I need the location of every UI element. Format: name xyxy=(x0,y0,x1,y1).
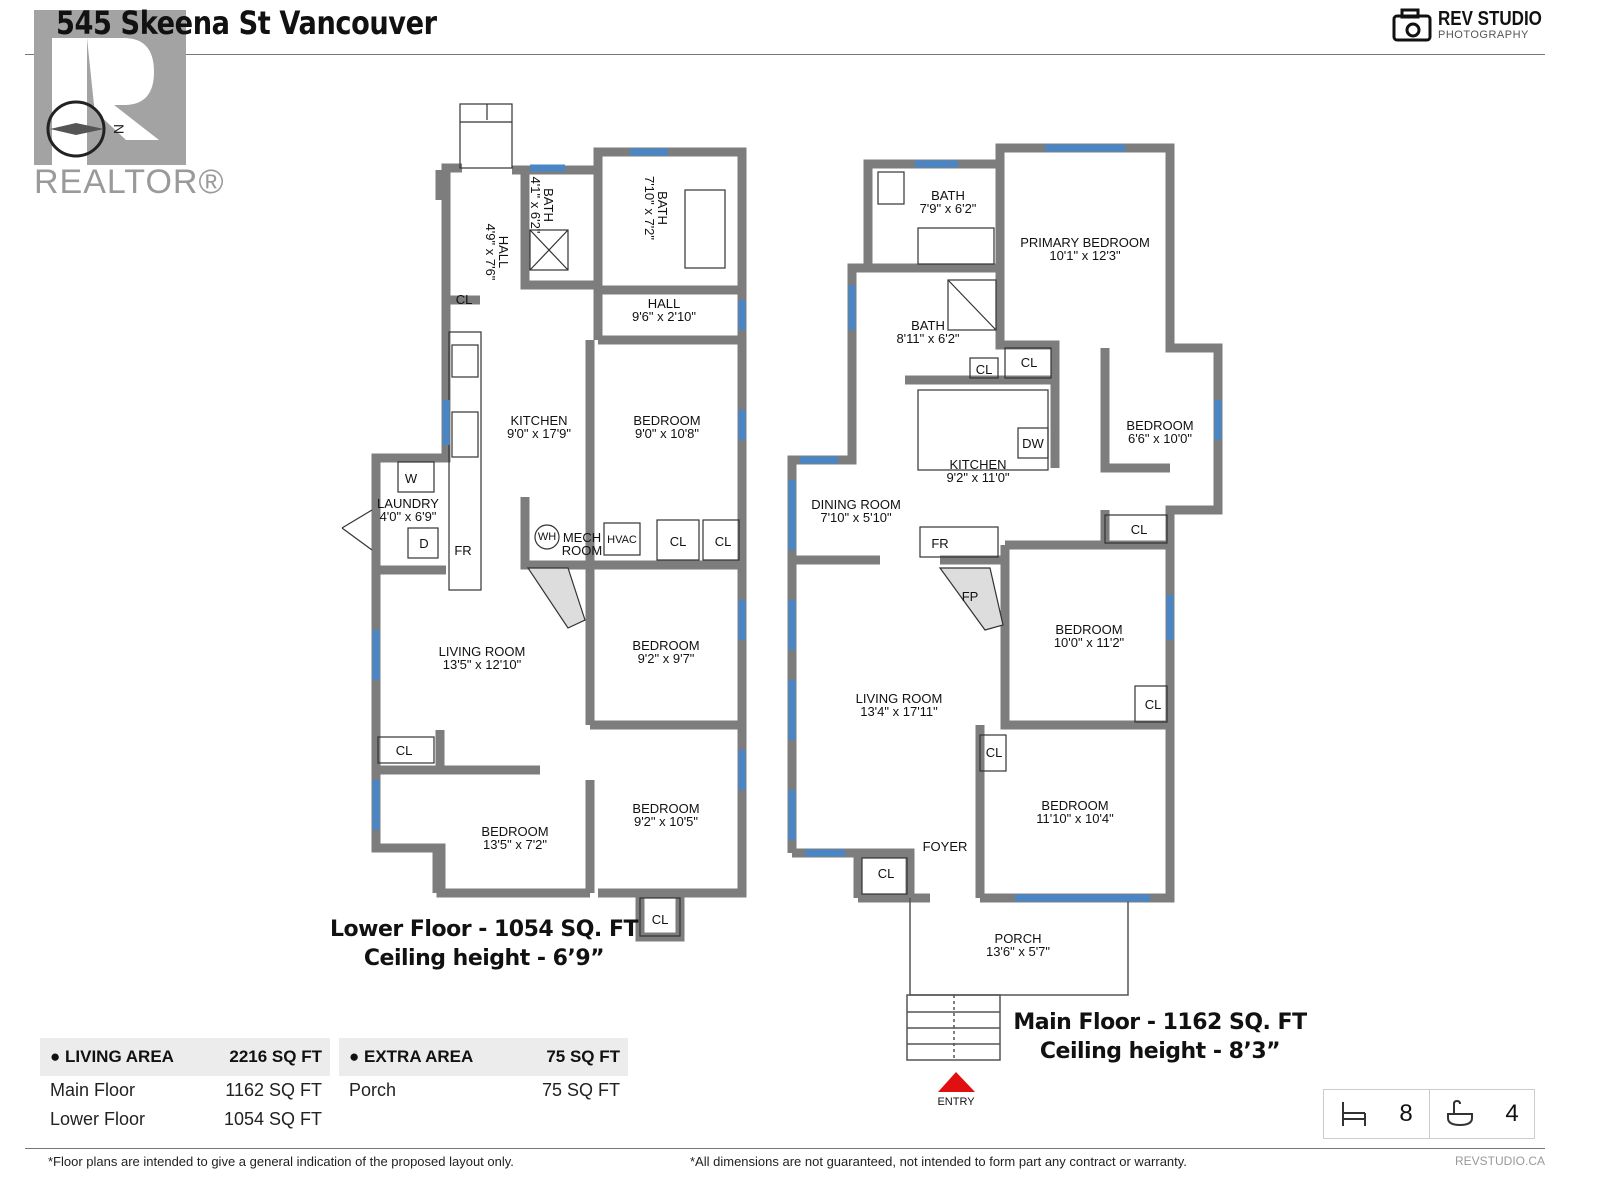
washer-label: W xyxy=(404,471,418,486)
closet-label: CL xyxy=(1020,355,1038,370)
water-heater-label: WH xyxy=(537,531,557,543)
footer-divider xyxy=(25,1148,1545,1149)
main-floor-windows xyxy=(788,144,1222,902)
page-title: 545 Skeena St Vancouver xyxy=(56,4,437,42)
closet-label: CL xyxy=(975,362,993,377)
dryer-label: D xyxy=(419,536,429,551)
hvac-label: HVAC xyxy=(607,534,637,546)
living-area-label: ● LIVING AREA xyxy=(50,1047,174,1066)
lower-floor-windows xyxy=(372,148,746,830)
room-counts: 8 4 xyxy=(1323,1089,1535,1139)
closet-label: CL xyxy=(1130,522,1148,537)
footer-disclaimer-middle: *All dimensions are not guaranteed, not … xyxy=(690,1154,1187,1169)
closet-label: CL xyxy=(985,745,1003,760)
closet-label: CL xyxy=(669,534,687,549)
bathtub-icon xyxy=(1446,1099,1473,1127)
realtor-wordmark: REALTOR® xyxy=(34,163,225,201)
entry-label: ENTRY xyxy=(937,1096,975,1108)
closet-label: CL xyxy=(877,866,895,881)
footer-website: REVSTUDIO.CA xyxy=(1455,1154,1546,1168)
dishwasher-label: DW xyxy=(1022,436,1044,451)
fridge-label: FR xyxy=(454,543,472,558)
svg-text:N: N xyxy=(111,124,127,134)
brand-logo: REV STUDIO PHOTOGRAPHY xyxy=(1392,8,1560,42)
bath-count: 4 xyxy=(1505,1100,1519,1127)
bed-count: 8 xyxy=(1399,1100,1413,1127)
header-divider xyxy=(25,54,1545,55)
closet-label: CL xyxy=(455,292,473,307)
porch-railing xyxy=(906,898,1129,1061)
fridge-label: FR xyxy=(931,536,949,551)
fireplace-label: FP xyxy=(961,589,979,604)
realtor-logo: N xyxy=(34,10,186,165)
main-floor-fixtures xyxy=(861,171,1168,895)
room-label: FOYER xyxy=(922,839,968,854)
extra-area-label: ● EXTRA AREA xyxy=(349,1047,474,1066)
bed-icon xyxy=(1341,1102,1366,1126)
closet-label: CL xyxy=(395,743,413,758)
footer-disclaimer-left: *Floor plans are intended to give a gene… xyxy=(48,1154,514,1169)
closet-label: CL xyxy=(651,912,669,927)
closet-label: CL xyxy=(714,534,732,549)
lower-floor-fixtures xyxy=(341,103,740,937)
camera-icon xyxy=(1392,8,1432,42)
closet-label: CL xyxy=(1144,697,1162,712)
entry-arrow-icon xyxy=(938,1072,975,1092)
